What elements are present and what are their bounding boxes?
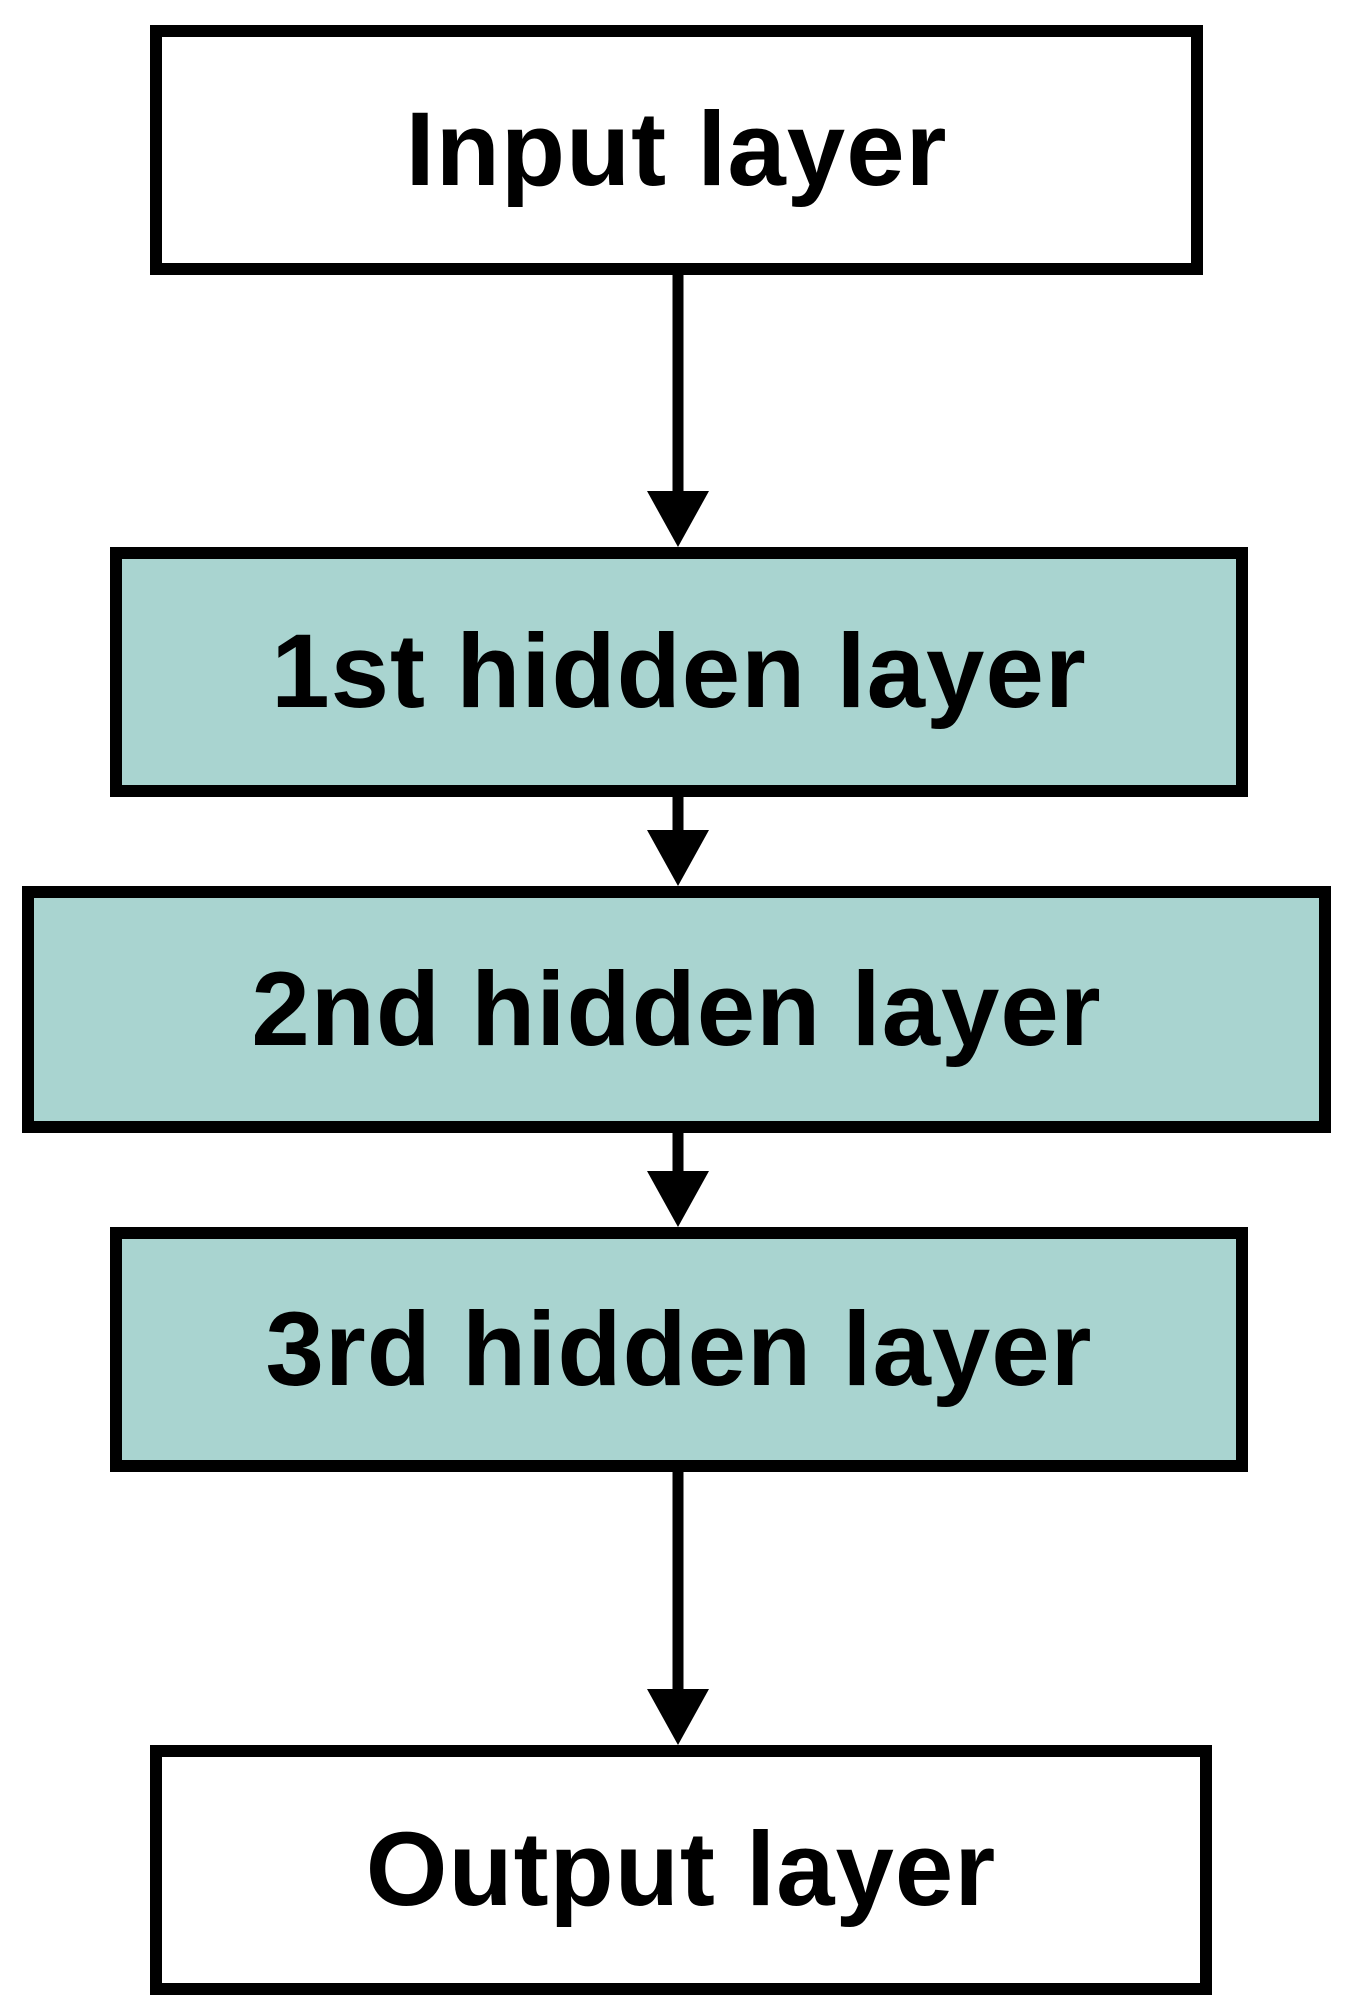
node-3rd-hidden-layer: 3rd hidden layer <box>110 1227 1248 1472</box>
arrow-down-icon <box>645 1133 711 1227</box>
arrowhead-icon <box>647 491 709 547</box>
arrowhead-icon <box>647 1689 709 1745</box>
arrow-down-icon <box>645 797 711 886</box>
arrow-stem <box>672 797 684 836</box>
arrowhead-icon <box>647 1171 709 1227</box>
arrow-stem <box>672 1472 684 1695</box>
node-1st-hidden-layer: 1st hidden layer <box>110 547 1248 797</box>
node-2nd-hidden-layer: 2nd hidden layer <box>22 886 1331 1133</box>
node-output-layer: Output layer <box>150 1745 1212 1995</box>
node-input-layer: Input layer <box>150 25 1203 275</box>
arrow-down-icon <box>645 275 711 547</box>
arrowhead-icon <box>647 830 709 886</box>
arrow-down-icon <box>645 1472 711 1745</box>
arrow-stem <box>672 275 684 497</box>
arrow-stem <box>672 1133 684 1177</box>
